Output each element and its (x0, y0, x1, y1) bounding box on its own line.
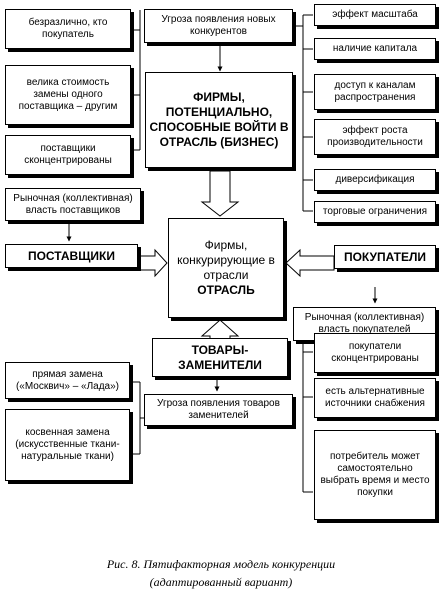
entrants-threat-text: Угроза появления новых конкурентов (161, 14, 276, 37)
supplier-factor-indifferent: безразлично, кто покупатель (5, 9, 131, 49)
industry-box: Фирмы, конкурирующие в отрасли ОТРАСЛЬ (168, 218, 284, 318)
figure-caption-sub: (адаптированный вариант) (0, 575, 442, 590)
barrier-text: эффект роста производительности (327, 125, 423, 148)
barrier-productivity: эффект роста производительности (314, 119, 436, 155)
entrants-title: ФИРМЫ, ПОТЕНЦИАЛЬНО, СПОСОБНЫЕ ВОЙТИ В О… (145, 72, 293, 168)
substitutes-title: ТОВАРЫ-ЗАМЕНИТЕЛИ (152, 338, 288, 377)
barrier-distribution: доступ к каналам распространения (314, 74, 436, 110)
supplier-power: Рыночная (коллективная) власть поставщик… (5, 188, 141, 221)
suppliers-title-text: ПОСТАВЩИКИ (27, 248, 116, 263)
caption-line1: Рис. 8. Пятифакторная модель конкуренции (106, 557, 336, 571)
industry-label: ОТРАСЛЬ (197, 283, 255, 297)
buyer-factor-text: потребитель может самостоятельно выбрать… (320, 451, 430, 498)
substitute-example-text: прямая замена («Москвич» – «Лада») (15, 368, 120, 392)
caption-line2: (адаптированный вариант) (149, 575, 293, 589)
buyer-factor-concentrated: покупатели сконцентрированы (314, 333, 436, 373)
substitutes-threat-text: Угроза появления товаров заменителей (157, 398, 280, 421)
barrier-diversification: диверсификация (314, 169, 436, 191)
suppliers-title: ПОСТАВЩИКИ (5, 244, 138, 268)
supplier-factor-text: велика стоимость замены одного поставщик… (18, 77, 118, 112)
barrier-text: эффект масштаба (332, 9, 418, 20)
figure-caption: Рис. 8. Пятифакторная модель конкуренции (0, 557, 442, 572)
buyers-power-text: Рыночная (коллективная) власть покупател… (304, 312, 425, 335)
barrier-text: торговые ограничения (322, 206, 428, 217)
supplier-factor-text: безразлично, кто покупатель (28, 17, 108, 40)
substitutes-threat: Угроза появления товаров заменителей (144, 394, 293, 426)
buyer-factor-choice: потребитель может самостоятельно выбрать… (314, 430, 436, 520)
supplier-factor-switch-cost: велика стоимость замены одного поставщик… (5, 65, 131, 125)
substitute-indirect: косвенная замена (искусственные ткани- н… (5, 409, 130, 481)
barrier-text: диверсификация (335, 174, 415, 185)
substitute-example-text: косвенная замена (искусственные ткани- н… (15, 427, 120, 462)
barrier-capital: наличие капитала (314, 38, 436, 60)
barrier-text: наличие капитала (332, 43, 418, 54)
barrier-text: доступ к каналам распространения (334, 80, 416, 103)
substitute-direct: прямая замена («Москвич» – «Лада») (5, 362, 130, 399)
barrier-scale: эффект масштаба (314, 4, 436, 26)
supplier-power-text: Рыночная (коллективная) власть поставщик… (13, 192, 133, 216)
barrier-trade-restrictions: торговые ограничения (314, 201, 436, 223)
buyer-factor-alternatives: есть альтернативные источники снабжения (314, 378, 436, 418)
substitutes-title-text: ТОВАРЫ-ЗАМЕНИТЕЛИ (178, 342, 262, 372)
buyer-factor-text: есть альтернативные источники снабжения (325, 386, 425, 409)
supplier-factor-concentrated: поставщики сконцентрированы (5, 135, 131, 175)
buyers-title: ПОКУПАТЕЛИ (334, 245, 436, 269)
buyers-title-text: ПОКУПАТЕЛИ (343, 249, 427, 264)
entrants-threat: Угроза появления новых конкурентов (144, 9, 293, 43)
entrants-title-text: ФИРМЫ, ПОТЕНЦИАЛЬНО, СПОСОБНЫЕ ВОЙТИ В О… (149, 90, 289, 149)
industry-text: Фирмы, конкурирующие в отрасли (177, 238, 275, 282)
supplier-factor-text: поставщики сконцентрированы (24, 143, 112, 166)
buyer-factor-text: покупатели сконцентрированы (331, 341, 419, 364)
